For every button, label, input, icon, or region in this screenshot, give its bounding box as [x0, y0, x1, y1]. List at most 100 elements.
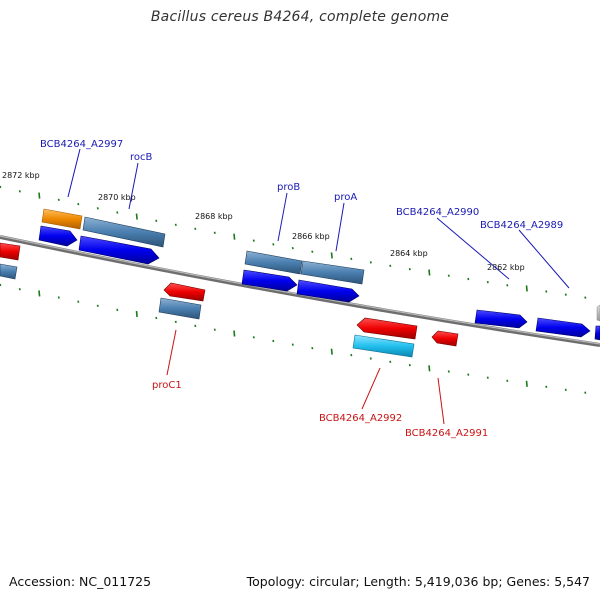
minor-tick	[486, 280, 489, 284]
genome-summary-text: Topology: circular; Length: 5,419,036 bp…	[246, 574, 590, 589]
major-tick	[525, 380, 528, 387]
gene-label-proA: proA	[334, 192, 357, 203]
minor-tick	[389, 360, 392, 364]
minor-tick	[506, 379, 509, 383]
minor-tick	[545, 290, 548, 293]
minor-tick	[291, 246, 294, 250]
forward-gene-BCB4264_A2989[interactable]	[535, 317, 591, 338]
genome-backbone	[0, 235, 600, 347]
minor-tick	[77, 300, 80, 303]
major-tick	[38, 290, 41, 297]
outer-tick-marks	[0, 185, 587, 299]
minor-tick	[369, 357, 372, 360]
minor-tick	[506, 284, 509, 287]
minor-tick	[467, 277, 470, 281]
minor-tick	[18, 190, 21, 193]
minor-tick	[96, 207, 99, 210]
cds-feature-proC1[interactable]	[158, 297, 202, 320]
reverse-gene-edge[interactable]	[0, 242, 21, 261]
leader-lines-reverse	[166, 329, 445, 425]
misc-feature-cyan[interactable]	[352, 334, 415, 358]
reverse-gene-BCB4264_A2992[interactable]	[356, 317, 418, 340]
accession-text: Accession: NC_011725	[9, 574, 152, 589]
minor-tick	[57, 296, 60, 299]
forward-gene-proB[interactable]	[241, 269, 298, 292]
minor-tick	[447, 274, 450, 277]
minor-tick	[213, 328, 216, 331]
forward-gene-proA[interactable]	[296, 279, 360, 303]
forward-gene-rocB[interactable]	[78, 235, 160, 265]
gene-label-BCB4264_A2989: BCB4264_A2989	[480, 220, 563, 231]
minor-tick	[252, 336, 255, 339]
cds-feature-edge[interactable]	[0, 263, 18, 280]
minor-tick	[564, 388, 567, 392]
tick-label: 2870 kbp	[98, 193, 136, 202]
gene-label-rocB: rocB	[130, 152, 153, 163]
map-title: Bacillus cereus B4264, complete genome	[150, 9, 450, 25]
major-tick	[525, 285, 528, 292]
major-tick	[135, 310, 138, 318]
cds-feature-proA[interactable]	[300, 260, 365, 285]
major-tick	[38, 192, 41, 199]
minor-tick	[447, 370, 450, 373]
major-tick	[233, 233, 236, 240]
minor-tick	[369, 261, 372, 264]
tick-label: 2868 kbp	[195, 212, 233, 221]
forward-gene-edge[interactable]	[594, 325, 600, 341]
minor-tick	[155, 316, 158, 320]
major-tick	[428, 269, 431, 276]
minor-tick	[194, 227, 197, 231]
leader-lines-forward	[67, 148, 570, 289]
major-tick	[330, 348, 333, 355]
minor-tick	[545, 385, 548, 389]
minor-tick	[350, 257, 353, 261]
forward-gene-BCB4264_A2990[interactable]	[474, 309, 528, 329]
feature-edge-grey	[596, 304, 600, 322]
major-tick	[135, 213, 138, 220]
minor-tick	[467, 373, 470, 376]
minor-tick	[291, 343, 294, 346]
tick-label: 2864 kbp	[390, 249, 428, 258]
reverse-gene-proC1[interactable]	[163, 282, 206, 302]
minor-tick	[174, 223, 177, 227]
minor-tick	[584, 391, 587, 394]
gene-label-BCB4264_A2991: BCB4264_A2991	[405, 428, 488, 439]
minor-tick	[77, 202, 80, 206]
major-tick	[428, 365, 431, 372]
minor-tick	[272, 339, 275, 343]
forward-gene-BCB4264_A2997[interactable]	[38, 225, 78, 247]
minor-tick	[408, 267, 411, 271]
minor-tick	[564, 293, 567, 296]
cds-feature-rocB[interactable]	[82, 216, 166, 248]
major-tick	[330, 252, 333, 259]
gene-label-proB: proB	[277, 182, 300, 193]
major-tick	[233, 330, 236, 337]
tick-label: 2872 kbp	[2, 171, 40, 180]
minor-tick	[57, 198, 60, 202]
minor-tick	[408, 363, 411, 367]
minor-tick	[96, 304, 99, 308]
misc-feature[interactable]	[41, 208, 83, 230]
cds-feature-proB[interactable]	[244, 250, 303, 275]
gene-label-BCB4264_A2997: BCB4264_A2997	[40, 139, 123, 150]
tick-label: 2862 kbp	[487, 263, 525, 272]
minor-tick	[116, 308, 119, 312]
minor-tick	[311, 250, 314, 253]
reverse-gene-BCB4264_A2991[interactable]	[431, 330, 459, 347]
inner-tick-marks	[0, 283, 587, 394]
minor-tick	[252, 239, 255, 242]
minor-tick	[350, 353, 353, 357]
minor-tick	[155, 219, 158, 223]
minor-tick	[18, 287, 21, 291]
minor-tick	[213, 231, 216, 235]
minor-tick	[116, 211, 119, 214]
minor-tick	[272, 243, 275, 246]
minor-tick	[174, 320, 177, 324]
gene-label-BCB4264_A2990: BCB4264_A2990	[396, 207, 479, 218]
minor-tick	[389, 264, 392, 268]
gene-label-proC1: proC1	[152, 380, 182, 391]
minor-tick	[194, 324, 197, 328]
minor-tick	[0, 283, 2, 287]
